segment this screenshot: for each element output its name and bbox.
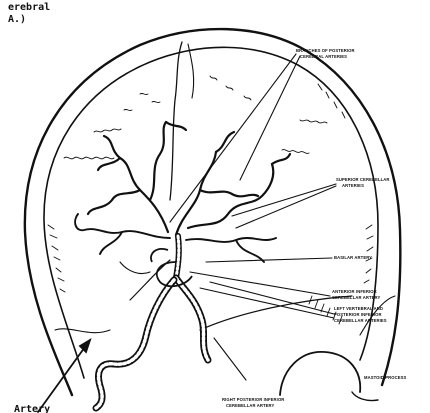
label-line: MASTOID PROCESS: [364, 375, 406, 380]
footer-line-1: Artery: [14, 404, 50, 413]
label-line: CEREBELLAR ARTERY: [226, 403, 274, 408]
bone-texture: [48, 84, 373, 324]
label-left-vertebral: LEFT VERTEBRAL AND POSTERIOR INFERIOR CE…: [334, 306, 387, 323]
header-line-2: A.): [8, 14, 26, 25]
label-mastoid-process: MASTOID PROCESS: [364, 375, 406, 380]
pointer-arrow: [38, 340, 90, 412]
label-line: ANTERIOR INFERIOR: [332, 289, 377, 294]
label-line: BASILAR ARTERY: [334, 255, 372, 260]
label-line: ARTERIES: [342, 183, 364, 188]
label-right-posterior-inferior-cerebellar: RIGHT POSTERIOR INFERIOR CEREBELLAR ARTE…: [222, 397, 286, 408]
header-line-1: erebral: [8, 2, 50, 13]
label-branches-posterior-cerebral: BRANCHES OF POSTERIOR CEREBRAL ARTERIES: [296, 48, 356, 59]
right-vertebral-artery: [96, 280, 174, 408]
label-anterior-inferior-cerebellar: ANTERIOR INFERIOR CEREBELLAR ARTERY: [332, 289, 380, 300]
left-vertebral-artery: [176, 278, 208, 360]
label-line: CEREBELLAR ARTERY: [332, 295, 380, 300]
label-superior-cerebellar: SUPERIOR CEREBELLAR ARTERIES: [336, 177, 391, 188]
basilar-artery: [176, 236, 179, 278]
label-line: CEREBELLAR ARTERIES: [334, 318, 387, 323]
leader-lines: [170, 54, 336, 380]
label-line: POSTERIOR INFERIOR: [334, 312, 382, 317]
anatomy-labels: BRANCHES OF POSTERIOR CEREBRAL ARTERIES …: [222, 48, 406, 408]
label-line: CEREBRAL ARTERIES: [300, 54, 347, 59]
label-line: LEFT VERTEBRAL AND: [334, 306, 383, 311]
label-line: RIGHT POSTERIOR INFERIOR: [222, 397, 284, 402]
label-basilar-artery: BASILAR ARTERY: [334, 255, 372, 260]
label-line: SUPERIOR CEREBELLAR: [336, 177, 390, 182]
label-line: BRANCHES OF POSTERIOR: [296, 48, 355, 53]
